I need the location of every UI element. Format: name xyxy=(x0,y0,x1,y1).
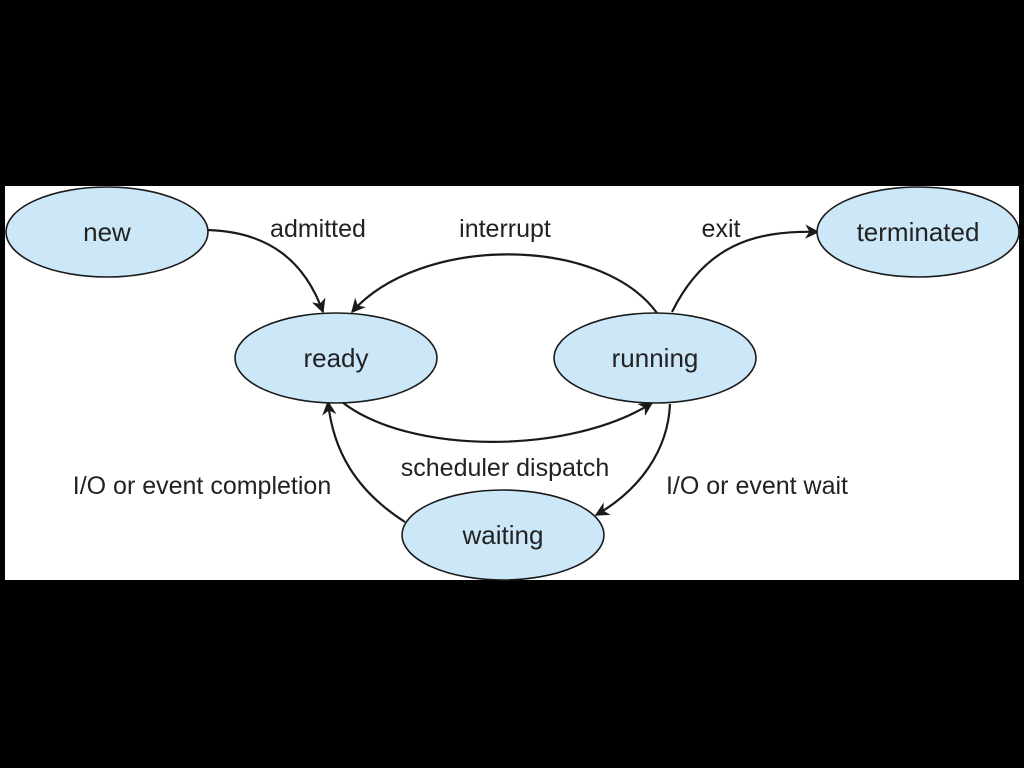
state-waiting-label: waiting xyxy=(462,520,544,550)
edge-io-event-completion xyxy=(322,400,406,523)
label-exit: exit xyxy=(702,215,741,243)
edge-admitted xyxy=(207,228,326,314)
state-ready-label: ready xyxy=(303,343,368,373)
label-admitted: admitted xyxy=(270,215,366,243)
state-waiting: waiting xyxy=(401,489,605,581)
label-io-event-completion: I/O or event completion xyxy=(73,472,331,500)
label-io-event-wait: I/O or event wait xyxy=(666,472,848,500)
edge-scheduler-dispatch xyxy=(341,401,654,443)
edge-io-event-wait xyxy=(594,403,672,516)
state-new: new xyxy=(5,186,209,278)
state-terminated-label: terminated xyxy=(857,217,980,247)
edge-interrupt xyxy=(351,253,658,314)
label-interrupt: interrupt xyxy=(459,215,551,243)
label-scheduler-dispatch: scheduler dispatch xyxy=(401,454,609,482)
state-new-label: new xyxy=(83,217,131,247)
state-running-label: running xyxy=(612,343,699,373)
state-terminated: terminated xyxy=(816,186,1020,278)
edge-exit xyxy=(671,224,820,313)
state-ready: ready xyxy=(234,312,438,404)
state-running: running xyxy=(553,312,757,404)
